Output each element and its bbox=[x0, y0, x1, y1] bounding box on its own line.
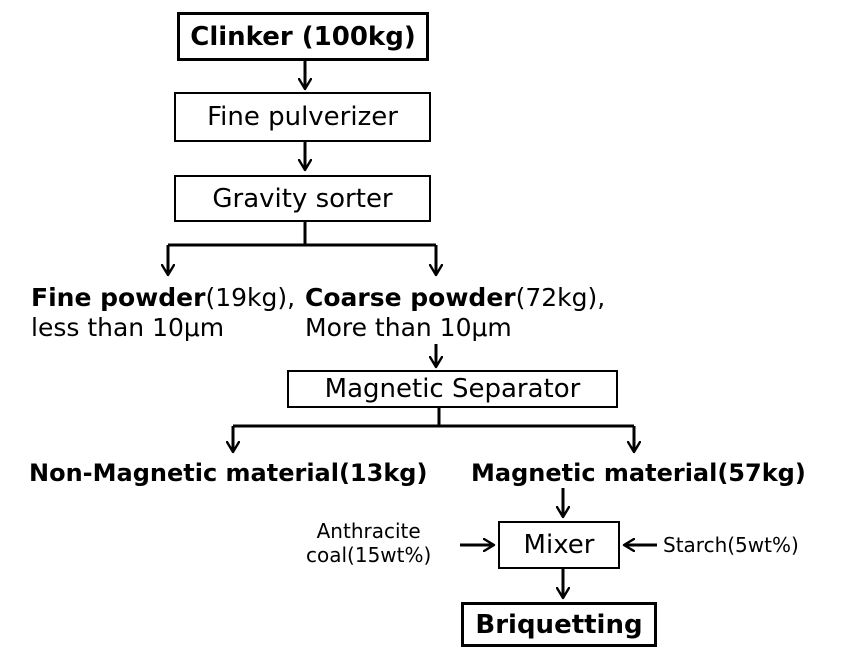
mixer-node: Mixer bbox=[498, 521, 620, 569]
anthracite-input: Anthracite coal(15wt%) bbox=[306, 519, 431, 567]
fine-powder-name: Fine powder bbox=[31, 283, 206, 312]
coarse-powder-amount: (72kg), bbox=[515, 283, 606, 312]
non-magnetic-output: Non-Magnetic material(13kg) bbox=[29, 459, 428, 487]
anthracite-line2: coal(15wt%) bbox=[306, 543, 432, 567]
fine-pulverizer-label: Fine pulverizer bbox=[207, 102, 398, 132]
briquetting-label: Briquetting bbox=[475, 609, 643, 640]
magnetic-output: Magnetic material(57kg) bbox=[471, 459, 806, 487]
gravity-sorter-label: Gravity sorter bbox=[212, 183, 393, 214]
fine-powder-amount: (19kg), bbox=[205, 283, 296, 312]
magnetic-separator-label: Magnetic Separator bbox=[324, 374, 581, 404]
anthracite-line1: Anthracite bbox=[316, 519, 421, 543]
coarse-powder-name: Coarse powder bbox=[305, 283, 516, 312]
magnetic-separator-node: Magnetic Separator bbox=[287, 370, 618, 408]
clinker-label: Clinker (100kg) bbox=[190, 21, 416, 52]
coarse-powder-line1: Coarse powder(72kg), bbox=[305, 283, 605, 313]
fine-powder-size: less than 10μm bbox=[31, 313, 225, 342]
coarse-powder-size: More than 10μm bbox=[305, 313, 512, 342]
starch-input: Starch(5wt%) bbox=[663, 533, 799, 557]
fine-powder-line1: Fine powder(19kg), bbox=[31, 283, 295, 313]
gravity-sorter-node: Gravity sorter bbox=[174, 175, 431, 222]
coarse-powder-output: Coarse powder(72kg), More than 10μm bbox=[305, 283, 605, 343]
mixer-label: Mixer bbox=[523, 530, 595, 560]
briquetting-node: Briquetting bbox=[461, 602, 657, 647]
fine-pulverizer-node: Fine pulverizer bbox=[174, 92, 431, 142]
fine-powder-output: Fine powder(19kg), less than 10μm bbox=[31, 283, 295, 343]
clinker-node: Clinker (100kg) bbox=[177, 12, 429, 61]
